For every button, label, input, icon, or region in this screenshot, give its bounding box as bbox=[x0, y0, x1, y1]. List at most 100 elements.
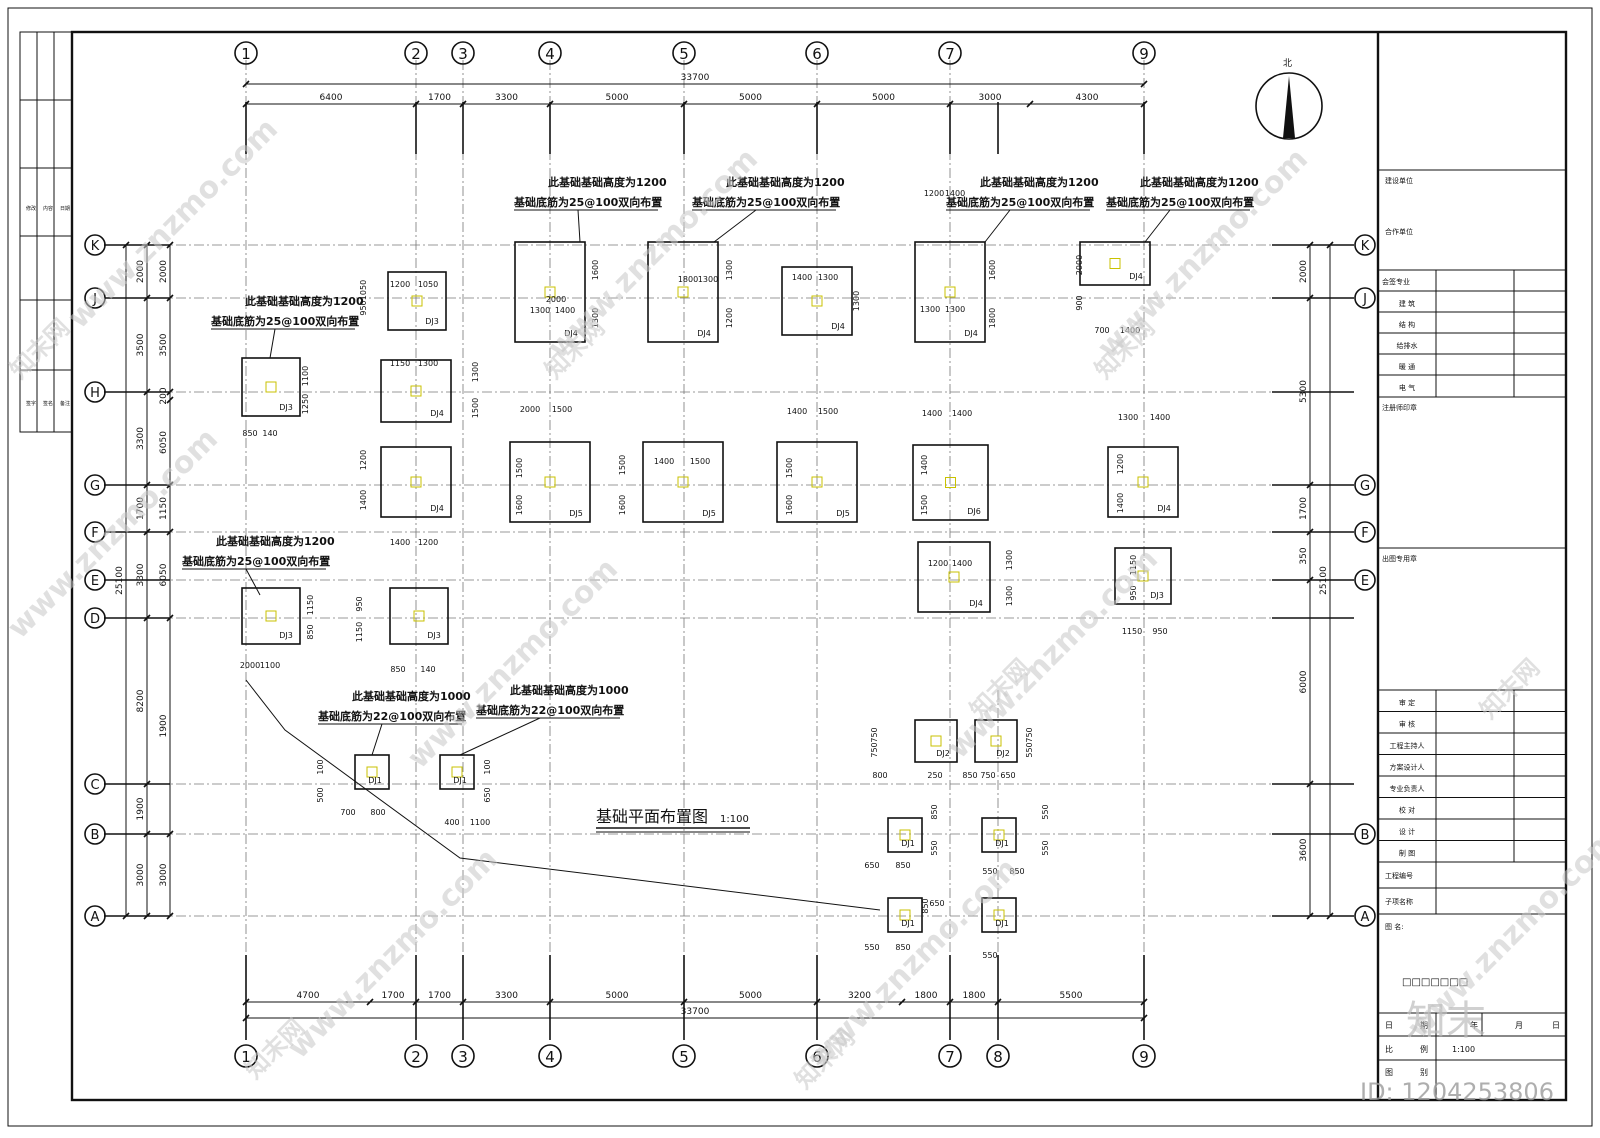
footing-dim-66: 1150 bbox=[306, 595, 315, 615]
footing-dim-18: 2000 bbox=[1075, 255, 1084, 275]
dim-right-total-tick-0 bbox=[1326, 241, 1334, 249]
footing-dim-46: 1400 bbox=[922, 409, 942, 418]
footing-dim-34: 2000 bbox=[520, 405, 540, 414]
axis-bubble-right-B bbox=[1354, 823, 1376, 845]
axis-label-right-E: E bbox=[1361, 574, 1369, 589]
dim-left-tick-2 bbox=[143, 388, 151, 396]
axis-bubble-bottom-5 bbox=[672, 1044, 696, 1068]
column-marker-2 bbox=[811, 295, 823, 307]
footing-label-17: DJ3 bbox=[427, 631, 441, 640]
dim-top-tick-1 bbox=[412, 100, 420, 108]
column-marker-3 bbox=[944, 286, 956, 298]
dim-left-b-label-3: 6050 bbox=[159, 431, 169, 454]
axis-bubble-left-F bbox=[84, 521, 106, 543]
footing-dim-94: 850 bbox=[895, 861, 910, 870]
tb-sheet-1: 别 bbox=[1420, 1068, 1428, 1077]
axis-label-bottom-3: 3 bbox=[458, 1048, 468, 1066]
column-marker-12 bbox=[945, 477, 956, 488]
axis-bubble-bottom-1 bbox=[234, 1044, 258, 1068]
dim-top-tick-0 bbox=[242, 100, 250, 108]
left-binding-strip: 修改 内容 日期 签字 签名 备注 bbox=[19, 31, 73, 433]
axis-label-left-A: A bbox=[91, 910, 100, 925]
dim-left-label-7: 3000 bbox=[136, 863, 146, 886]
footing-pad-2 bbox=[781, 266, 853, 336]
image-id: ID: 1204253806 bbox=[1360, 1078, 1554, 1106]
column-marker-8 bbox=[410, 476, 422, 488]
dim-left-tick-5 bbox=[143, 614, 151, 622]
tb-date-0: 日 bbox=[1385, 1021, 1393, 1030]
column-marker-1 bbox=[677, 286, 689, 298]
footing-dim-68: 950 bbox=[355, 596, 364, 611]
footing-dim-21: 1400 bbox=[1120, 326, 1140, 335]
footing-label-20: DJ2 bbox=[936, 749, 950, 758]
column-marker-4 bbox=[1109, 258, 1121, 269]
dim-left-b-label-1: 3500 bbox=[159, 333, 169, 356]
footing-label-22: DJ1 bbox=[901, 839, 915, 848]
footing-label-1: DJ4 bbox=[697, 329, 711, 338]
footing-pad-10 bbox=[642, 441, 724, 523]
dim-top-total-tick-0 bbox=[242, 80, 250, 88]
footing-dim-12: 1200 bbox=[924, 189, 944, 198]
dim-bottom-tick-8 bbox=[946, 998, 954, 1006]
note-line1-7: 此基础基础高度为1000 bbox=[510, 683, 629, 697]
footing-dim-11: 1300 bbox=[852, 291, 861, 311]
dim-top-label-7: 4300 bbox=[1076, 93, 1099, 103]
footing-dim-78: 400 bbox=[444, 818, 459, 827]
dim-top-tick-8 bbox=[1140, 100, 1148, 108]
column-marker-6 bbox=[265, 381, 277, 393]
footing-dim-84: 800 bbox=[872, 771, 887, 780]
footing-label-2: DJ4 bbox=[831, 322, 845, 331]
footing-dim-90: 550 bbox=[1025, 742, 1034, 757]
strip-text-3: 签字 bbox=[26, 400, 36, 407]
footing-label-0: DJ4 bbox=[564, 329, 578, 338]
dim-top-tick-5 bbox=[813, 100, 821, 108]
watermark-4: www.znzmo.com bbox=[1, 422, 225, 646]
footing-dim-5: 1800 bbox=[678, 275, 698, 284]
footing-dim-70: 850 bbox=[390, 665, 405, 674]
axis-bubble-right-J bbox=[1354, 287, 1376, 309]
tb-cosign: 会签专业 bbox=[1382, 277, 1410, 286]
dim-left-b-tick-6 bbox=[166, 614, 174, 622]
dim-left-tick-3 bbox=[143, 481, 151, 489]
dim-top-label-5: 5000 bbox=[872, 93, 895, 103]
footing-label-19: DJ1 bbox=[453, 776, 467, 785]
axis-bubble-left-E bbox=[84, 569, 106, 591]
strip-text-5: 备注 bbox=[60, 400, 70, 407]
footing-dim-15: 1300 bbox=[920, 305, 940, 314]
axis-label-bottom-5: 5 bbox=[679, 1048, 689, 1066]
dim-top-tick-4 bbox=[680, 100, 688, 108]
footing-pad-25 bbox=[981, 897, 1017, 933]
tb-subitem: 子项名称 bbox=[1385, 897, 1413, 906]
dim-left-b-label-0: 2000 bbox=[159, 260, 169, 283]
axis-bubble-top-2 bbox=[404, 41, 428, 65]
grid-lines bbox=[104, 60, 1354, 1040]
footing-label-13: DJ4 bbox=[1157, 504, 1171, 513]
note-line2-4: 基础底筋为25@100双向布置 bbox=[945, 195, 1094, 209]
column-marker-16 bbox=[265, 610, 277, 622]
footing-label-10: DJ5 bbox=[702, 509, 716, 518]
axis-label-bottom-7: 7 bbox=[945, 1048, 955, 1066]
tb-discipline-4: 电 气 bbox=[1399, 383, 1415, 392]
tb-discipline-3: 暖 通 bbox=[1399, 362, 1415, 371]
north-label: 北 bbox=[1283, 58, 1292, 69]
tb-issue-stamp: 出图专用章 bbox=[1382, 554, 1417, 563]
dim-right-tick-0 bbox=[1306, 241, 1314, 249]
footing-dim-26: 1150 bbox=[390, 359, 410, 368]
axis-label-left-D: D bbox=[90, 612, 100, 627]
dim-right-tick-4 bbox=[1306, 576, 1314, 584]
note-line1-0: 此基础基础高度为1200 bbox=[245, 294, 364, 308]
tb-discipline-0: 建 筑 bbox=[1399, 299, 1415, 308]
footing-dim-65: 950 bbox=[1152, 627, 1167, 636]
tb-reg-stamp: 注册师印章 bbox=[1382, 403, 1417, 412]
column-marker-0 bbox=[544, 286, 556, 298]
footing-dim-69: 1150 bbox=[355, 622, 364, 642]
axis-bubble-top-9 bbox=[1132, 41, 1156, 65]
axis-bubble-right-F bbox=[1354, 521, 1376, 543]
footing-pad-23 bbox=[981, 817, 1017, 853]
footing-label-23: DJ1 bbox=[995, 839, 1009, 848]
plan-title-group: 基础平面布置图 1:100 bbox=[596, 807, 750, 833]
footing-dim-64: 1150 bbox=[1122, 627, 1142, 636]
dim-right-label-1: 5300 bbox=[1299, 380, 1309, 403]
